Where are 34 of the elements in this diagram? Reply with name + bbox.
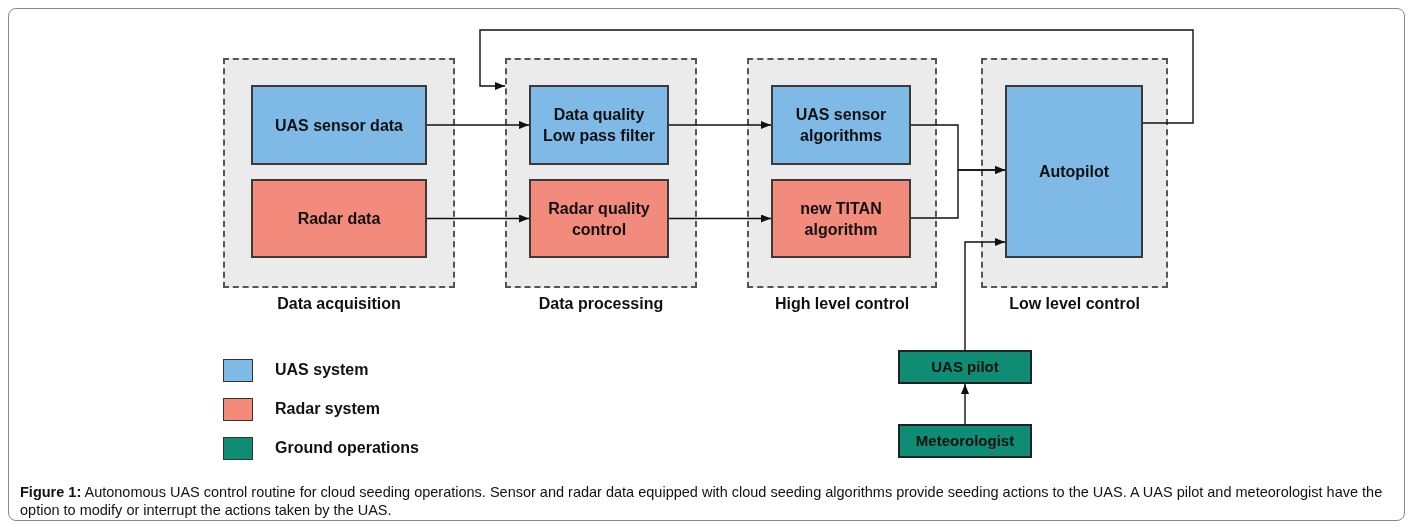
arrow — [426, 121, 530, 129]
arrow — [964, 238, 1006, 351]
box-label: Autopilot — [1038, 162, 1110, 182]
stage-label: Data processing — [537, 294, 665, 314]
process-box — [529, 179, 669, 258]
figure-caption: Figure 1: Autonomous UAS control routine for cloud seeding operations. Sensor and radar data equipped with cloud seeding algorithms provide seeding actions to the UAS. A UAS pilot and meteorologist have the option to modify or interrupt the actions taken by the UAS. — [20, 483, 1384, 519]
legend-label: Radar system — [275, 399, 380, 419]
arrow — [668, 121, 772, 129]
box-label: UAS sensor algorithms — [794, 105, 888, 146]
process-box — [771, 85, 911, 165]
process-box — [1005, 85, 1143, 258]
box-label: Radar quality control — [547, 198, 651, 240]
box-label: Radar data — [297, 209, 381, 229]
arrow — [910, 166, 1006, 219]
process-box — [771, 179, 911, 258]
legend-label: UAS system — [275, 360, 369, 380]
actor-box — [898, 424, 1032, 458]
legend-label: Ground operations — [275, 438, 419, 458]
box-label: Data quality Low pass filter — [542, 105, 656, 146]
arrow — [961, 383, 969, 425]
box-label: UAS pilot — [931, 356, 999, 377]
box-label: Meteorologist — [915, 430, 1015, 451]
box-label: new TITAN algorithm — [799, 198, 883, 240]
stage-label: Low level control — [1008, 294, 1141, 314]
process-box — [251, 85, 427, 165]
actor-box — [898, 350, 1032, 384]
process-box — [251, 179, 427, 258]
arrow — [426, 214, 530, 223]
box-label: UAS sensor data — [274, 115, 403, 136]
stage-label: High level control — [773, 294, 911, 314]
arrow — [479, 29, 1194, 124]
arrow — [668, 214, 772, 223]
stage-label: Data acquisition — [276, 294, 402, 314]
process-box — [529, 85, 669, 165]
